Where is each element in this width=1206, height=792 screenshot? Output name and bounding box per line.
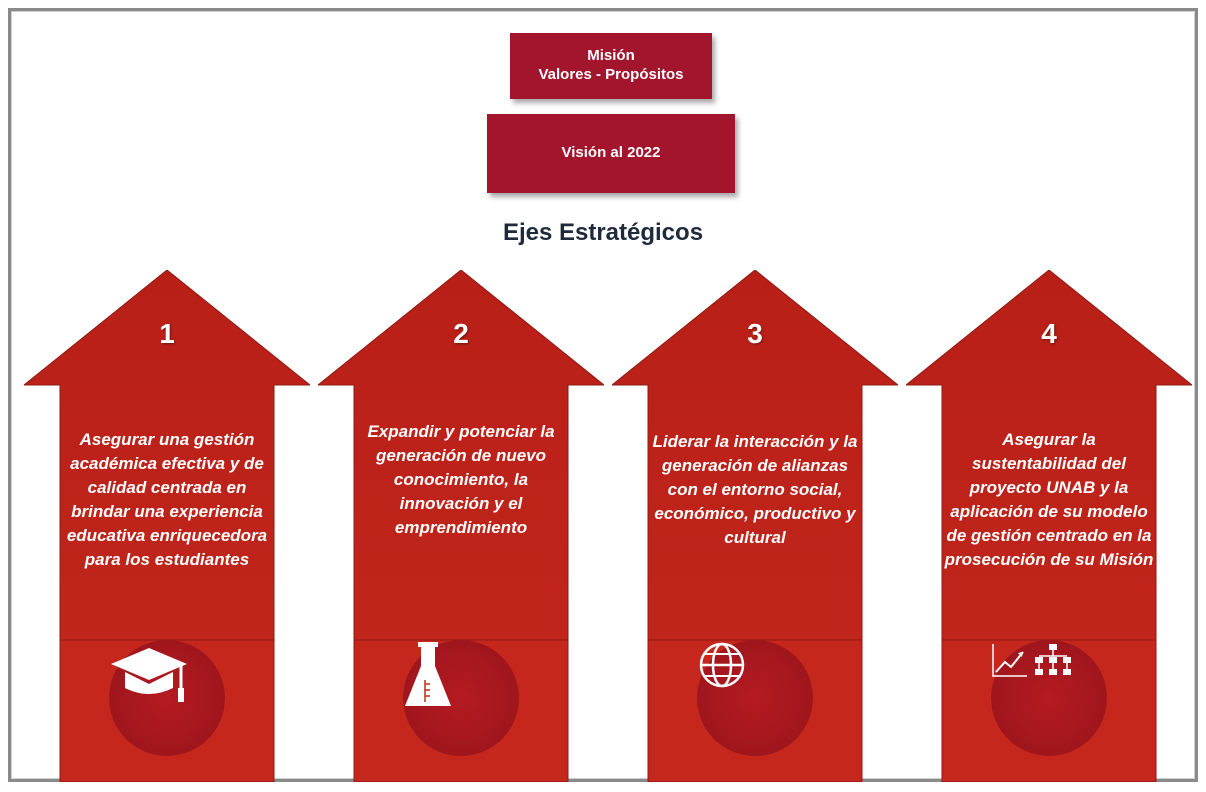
axis-description: Liderar la interacción y la generación d… (652, 432, 858, 547)
mision-box: Misión Valores - Propósitos (510, 33, 712, 99)
mision-label: Misión (587, 47, 635, 65)
icon-circle (109, 640, 225, 756)
axis-description: Expandir y potenciar la generación de nu… (367, 422, 555, 537)
axis-arrow-2: 2 Expandir y potenciar la generación de … (318, 270, 604, 782)
vision-label: Visión al 2022 (561, 144, 661, 162)
globe-icon (699, 642, 745, 688)
section-title: Ejes Estratégicos (502, 219, 704, 246)
axis-number: 1 (159, 318, 175, 349)
icon-circle (403, 640, 519, 756)
valores-label: Valores - Propósitos (538, 66, 684, 83)
flask-icon (405, 642, 451, 706)
axis-arrow-3: 3 Liderar la interacción y la generación… (612, 270, 898, 782)
axis-number: 2 (453, 318, 469, 349)
icon-circle (697, 640, 813, 756)
axis-number: 4 (1041, 318, 1057, 349)
axis-description: Asegurar la sustentabilidad del proyecto… (944, 430, 1154, 569)
org-chart-icon (1035, 644, 1071, 675)
vision-box: Visión al 2022 (487, 114, 735, 193)
line-chart-icon (992, 644, 1027, 677)
icon-circle (991, 640, 1107, 756)
arrow-shape (612, 270, 898, 782)
axis-arrow-1: 1 Asegurar una gestión académica efectiv… (24, 270, 310, 782)
arrow-shape (318, 270, 604, 782)
axis-number: 3 (747, 318, 763, 349)
chart-org-icon (992, 644, 1071, 677)
axis-description: Asegurar una gestión académica efectiva … (66, 430, 268, 569)
axis-arrow-4: 4 Asegurar la sustentabilidad del proyec… (906, 270, 1192, 782)
graduation-cap-icon (111, 648, 187, 702)
